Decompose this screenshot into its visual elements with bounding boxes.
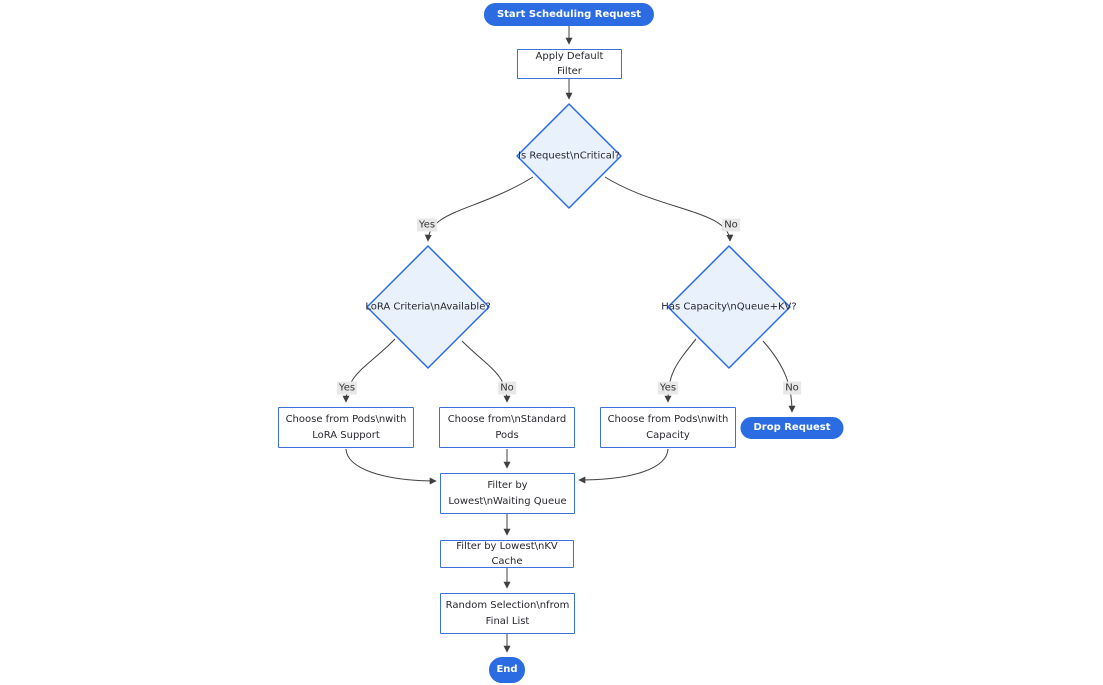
node-apply-default-filter[interactable]: Apply Default Filter [517, 49, 622, 79]
node-filter-kv-cache[interactable]: Filter by Lowest\nKV Cache [440, 540, 574, 568]
node-choose-standard-pods[interactable]: Choose from\nStandard Pods [439, 407, 575, 448]
edge-critical-yes [424, 176, 534, 242]
edge-label-critical-yes: Yes [416, 218, 438, 232]
decision-is-critical[interactable] [516, 103, 622, 209]
node-end[interactable]: End [489, 657, 525, 683]
decision-has-capacity-label: Has Capacity\nQueue+KV? [661, 301, 797, 313]
edge-capacity-no [762, 340, 796, 413]
node-choose-capacity-pods[interactable]: Choose from Pods\nwith Capacity [600, 407, 736, 448]
edge-label-critical-no: No [722, 218, 740, 232]
decision-has-capacity[interactable] [667, 245, 791, 369]
edge-label-capacity-yes: Yes [657, 381, 679, 395]
node-filter-waiting-queue[interactable]: Filter by Lowest\nWaiting Queue [440, 473, 575, 514]
edge-label-lora-no: No [498, 381, 516, 395]
node-start[interactable]: Start Scheduling Request [483, 3, 655, 26]
edge-capacity-yes [664, 338, 697, 403]
edge-critical-no [604, 176, 734, 242]
decision-lora-criteria[interactable] [366, 245, 490, 369]
node-drop-request[interactable]: Drop Request [740, 417, 844, 439]
decision-is-critical-label: Is Request\nCritical? [518, 150, 620, 162]
decision-lora-criteria-label: LoRA Criteria\nAvailable? [365, 301, 491, 313]
edge-lora-to-waiting [345, 448, 437, 485]
edge-label-lora-yes: Yes [336, 381, 358, 395]
edge-capacity-to-waiting [578, 448, 669, 484]
node-random-selection[interactable]: Random Selection\nfrom Final List [440, 593, 575, 634]
node-choose-lora-pods[interactable]: Choose from Pods\nwith LoRA Support [278, 407, 414, 448]
edge-label-capacity-no: No [783, 381, 801, 395]
